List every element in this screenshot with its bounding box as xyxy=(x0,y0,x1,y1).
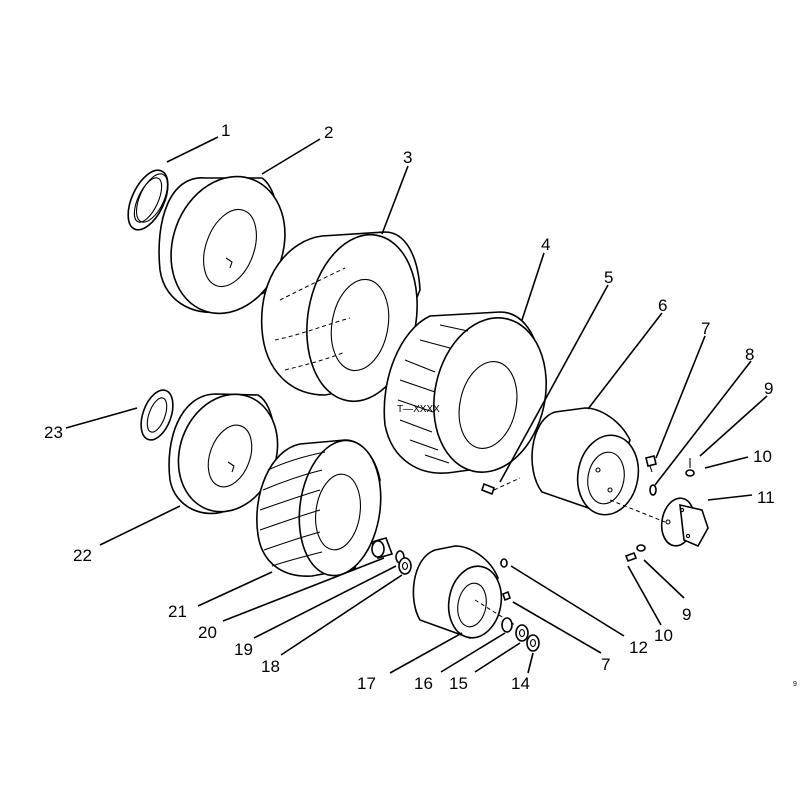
callout-20: 20 xyxy=(198,623,217,642)
callout-7-lower: 7 xyxy=(601,655,610,674)
leader-lines xyxy=(65,136,768,674)
part-12-valve xyxy=(500,558,508,568)
callout-1: 1 xyxy=(221,121,230,140)
callout-21: 21 xyxy=(168,602,187,621)
part-17-wheel-rim xyxy=(412,545,516,640)
part-1-bearing xyxy=(127,169,169,231)
callout-10-lower: 10 xyxy=(654,626,673,645)
callout-7-upper: 7 xyxy=(701,319,710,338)
callout-18: 18 xyxy=(261,657,280,676)
part-7-bolt-lower xyxy=(502,590,511,602)
part-23-bearing xyxy=(140,389,174,441)
part-22-inner-tube xyxy=(168,393,279,515)
tire-marking-text: T—XXXX xyxy=(397,404,440,415)
part-15-seal xyxy=(515,624,529,642)
part-21-tire-ribbed xyxy=(256,439,382,577)
part-6-wheel-rim xyxy=(531,407,640,516)
callout-23: 23 xyxy=(44,423,63,442)
part-9-washer-upper xyxy=(685,458,695,477)
callout-9-upper: 9 xyxy=(764,379,773,398)
callout-15: 15 xyxy=(449,674,468,693)
callout-12: 12 xyxy=(629,638,648,657)
part-16-bearing xyxy=(501,617,513,633)
part-4-tire-lugged: T—XXXX xyxy=(383,311,547,474)
part-7-bolt-upper xyxy=(645,455,657,473)
part-5-valve-stem xyxy=(481,477,521,496)
callout-5: 5 xyxy=(604,268,613,287)
part-11-hub xyxy=(609,497,709,548)
part-20-bushing xyxy=(370,537,394,559)
callout-14: 14 xyxy=(511,674,530,693)
callout-16: 16 xyxy=(414,674,433,693)
callout-22: 22 xyxy=(73,546,92,565)
callout-2: 2 xyxy=(324,123,333,142)
part-18-washer xyxy=(398,557,412,575)
callout-8: 8 xyxy=(745,345,754,364)
part-9-10-fasteners-lower xyxy=(624,544,646,563)
part-3-tire-smooth xyxy=(260,231,421,403)
callout-3: 3 xyxy=(403,148,412,167)
callout-19: 19 xyxy=(234,640,253,659)
callout-10-upper: 10 xyxy=(753,447,772,466)
callout-labels: 1 2 3 4 5 6 7 8 9 10 11 9 10 12 7 14 15 … xyxy=(44,121,797,693)
callout-4: 4 xyxy=(541,235,550,254)
part-2-inner-tube xyxy=(158,175,286,315)
part-8-nut xyxy=(649,484,657,496)
corner-mark: 9 xyxy=(793,681,797,688)
callout-9-lower: 9 xyxy=(682,605,691,624)
part-14-nut xyxy=(526,634,540,652)
callout-11: 11 xyxy=(757,488,775,507)
callout-6: 6 xyxy=(658,296,667,315)
callout-17: 17 xyxy=(357,674,376,693)
